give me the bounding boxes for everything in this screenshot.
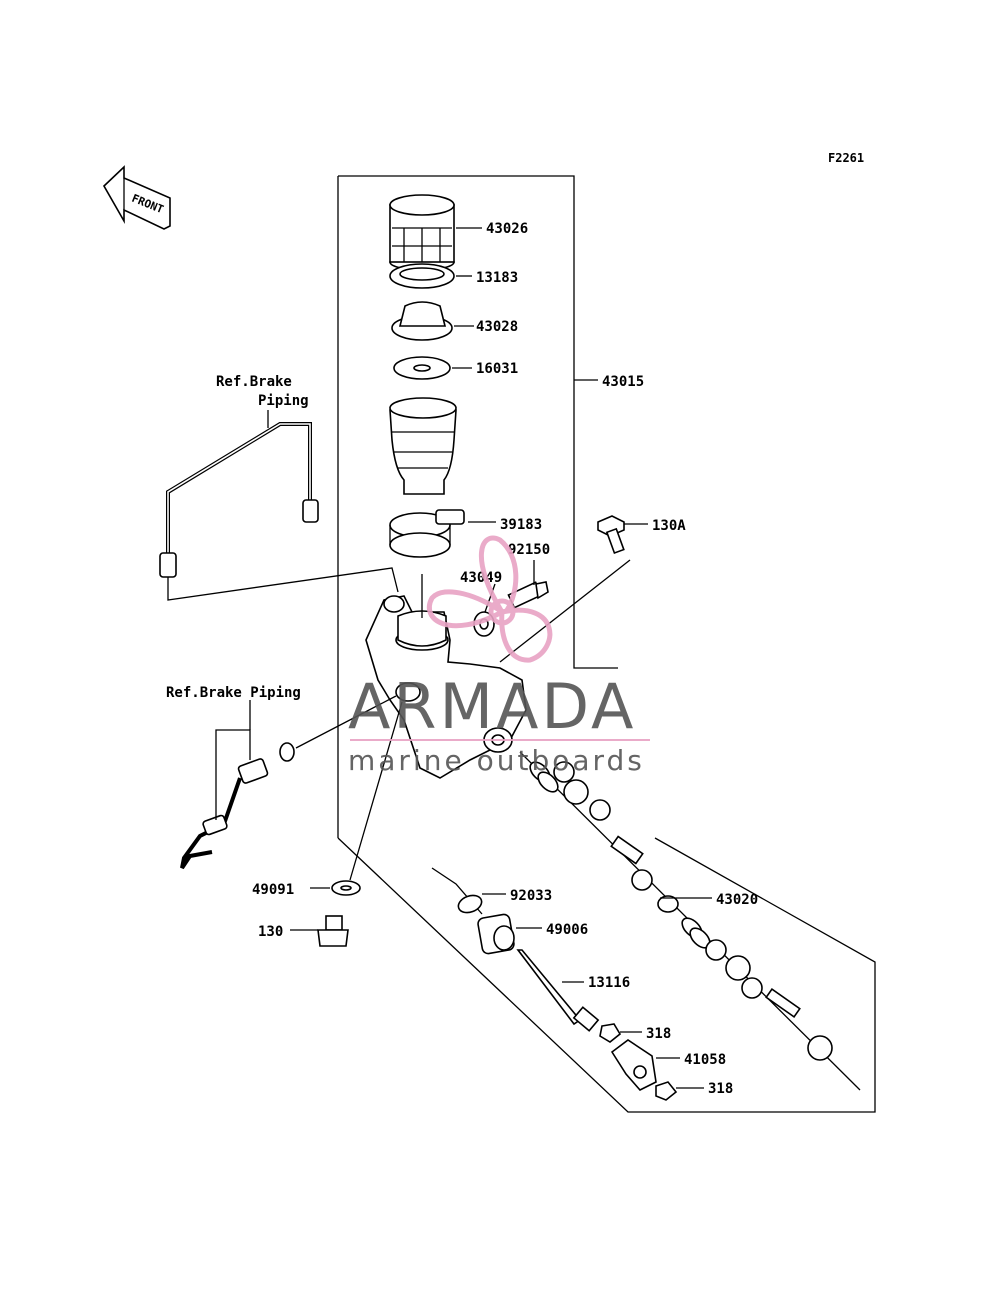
part-label-49006: 49006 [546, 922, 588, 938]
part-label-318-upper: 318 [646, 1026, 671, 1042]
figure-code: F2261 [828, 151, 864, 165]
part-label-43026: 43026 [486, 221, 528, 237]
bolt-92150 [507, 581, 549, 609]
ref-brake-upper-line2: Piping [258, 393, 309, 409]
piston-kit-43020 [519, 751, 861, 1091]
part-label-43028: 43028 [476, 319, 518, 335]
part-label-43015: 43015 [602, 374, 644, 390]
front-arrow-icon: FRONT [102, 165, 171, 230]
hose-clamp-39183 [389, 509, 465, 558]
part-label-43049: 43049 [460, 570, 502, 586]
part-label-318-lower: 318 [708, 1081, 733, 1097]
bolt-130A [597, 515, 625, 555]
bracket-lower [337, 837, 876, 1113]
reservoir-cap-43026 [389, 194, 455, 271]
part-label-92150: 92150 [508, 542, 550, 558]
master-cylinder-body [365, 574, 527, 779]
part-label-13183: 13183 [476, 270, 518, 286]
part-label-43020: 43020 [716, 892, 758, 908]
part-label-41058: 41058 [684, 1052, 726, 1068]
nut-318-upper [599, 1023, 622, 1043]
push-rod-13116 [516, 949, 600, 1032]
boot-49006 [477, 913, 515, 955]
reservoir-body [389, 397, 457, 495]
ref-brake-lower: Ref.Brake Piping [166, 685, 301, 701]
nut-318-lower [655, 1081, 678, 1101]
diaphragm-43028 [391, 301, 453, 341]
part-label-130: 130 [258, 924, 283, 940]
clevis-41058 [610, 1039, 657, 1091]
part-label-13116: 13116 [588, 975, 630, 991]
plate-13183 [389, 263, 455, 289]
drain-plug-130 [317, 915, 349, 947]
part-label-49091: 49091 [252, 882, 294, 898]
washer-16031 [393, 356, 451, 380]
part-label-16031: 16031 [476, 361, 518, 377]
bracket-43015 [338, 175, 618, 669]
circlip-92033 [457, 894, 483, 914]
propeller-logo-icon [427, 535, 553, 663]
watermark-tagline: marine outboards [348, 744, 645, 777]
ref-brake-upper-line1: Ref.Brake [216, 374, 292, 390]
watermark: ARMADA marine outboards [348, 535, 650, 777]
part-label-130A: 130A [652, 518, 686, 534]
brake-pipe-lower [180, 742, 295, 870]
watermark-brand: ARMADA [348, 670, 636, 743]
brake-pipe-upper [159, 410, 319, 578]
part-label-92033: 92033 [510, 888, 552, 904]
part-label-39183: 39183 [500, 517, 542, 533]
washer-49091 [331, 880, 361, 896]
